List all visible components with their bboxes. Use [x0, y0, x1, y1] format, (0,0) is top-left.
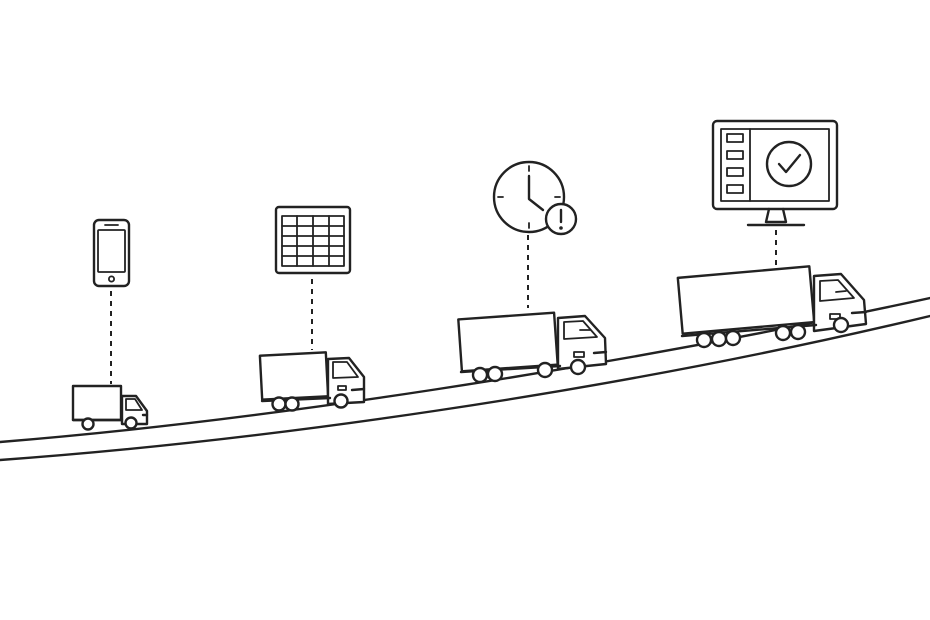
monitor-check-icon: [711, 119, 839, 227]
smartphone-icon: [92, 218, 131, 288]
check-circle-icon: [765, 140, 813, 188]
spreadsheet-icon: [274, 205, 352, 275]
road-bottom-edge: [0, 314, 930, 462]
connectors: [110, 230, 777, 384]
large-box-truck: [457, 311, 608, 384]
small-box-truck: [71, 384, 149, 431]
medium-box-truck: [258, 351, 366, 412]
clock-alert-icon: [492, 160, 578, 236]
semi-trailer-truck: [676, 265, 868, 349]
